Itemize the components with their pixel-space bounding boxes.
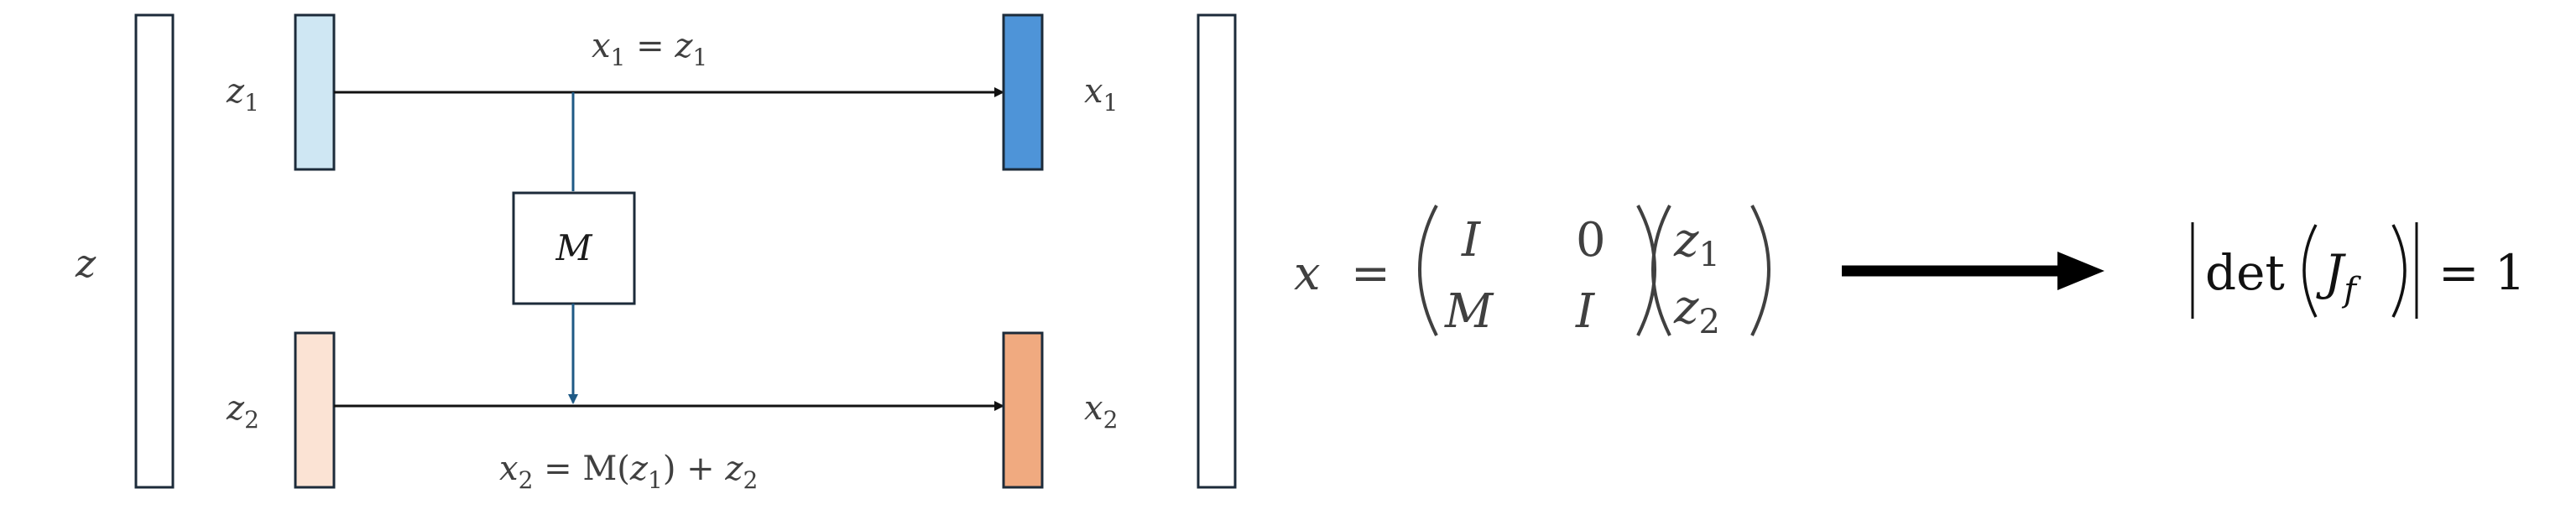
matrix-m12: 0 bbox=[1576, 213, 1606, 268]
jacobian-symbol: Jf bbox=[2316, 244, 2361, 309]
x1-label: x1 bbox=[1084, 72, 1118, 117]
matrix-m22: I bbox=[1575, 284, 1596, 339]
x-column bbox=[1197, 13, 1237, 489]
det-right-paren bbox=[2391, 224, 2407, 318]
vector-left-paren bbox=[1651, 205, 1671, 336]
m-function-box bbox=[512, 191, 636, 305]
x2-label: x2 bbox=[1084, 389, 1118, 434]
vector-z2: z2 bbox=[1673, 280, 1720, 341]
matrix-eq: = bbox=[1351, 247, 1390, 301]
matrix-lhs: x bbox=[1294, 247, 1321, 301]
x1-block bbox=[1002, 13, 1044, 171]
matrix-m21: M bbox=[1444, 284, 1494, 339]
z2-label: z2 bbox=[226, 389, 259, 434]
vector-right-paren bbox=[1750, 205, 1770, 336]
vector-z1: z1 bbox=[1673, 213, 1720, 274]
matrix-m11: I bbox=[1461, 213, 1482, 268]
implies-arrowhead bbox=[2057, 252, 2104, 290]
z1-block bbox=[294, 13, 336, 171]
z-label: z bbox=[75, 241, 96, 286]
result-equals-one: = 1 bbox=[2438, 244, 2526, 301]
determinant-result: det Jf = 1 bbox=[2191, 222, 2526, 319]
det-left-paren bbox=[2302, 224, 2318, 318]
matrix-left-paren bbox=[1418, 205, 1438, 336]
z2-block bbox=[294, 331, 336, 489]
matrix-equation: x = I 0 M I z1 z2 bbox=[1294, 205, 1770, 341]
m-label: M bbox=[555, 227, 592, 268]
bottom-equation: x2 = M(z1) + z2 bbox=[499, 450, 758, 494]
x2-block bbox=[1002, 331, 1044, 489]
det-text: det bbox=[2205, 244, 2285, 301]
top-equation: x1 = z1 bbox=[592, 27, 707, 71]
z-column bbox=[134, 13, 175, 489]
z1-label: z1 bbox=[226, 72, 259, 117]
